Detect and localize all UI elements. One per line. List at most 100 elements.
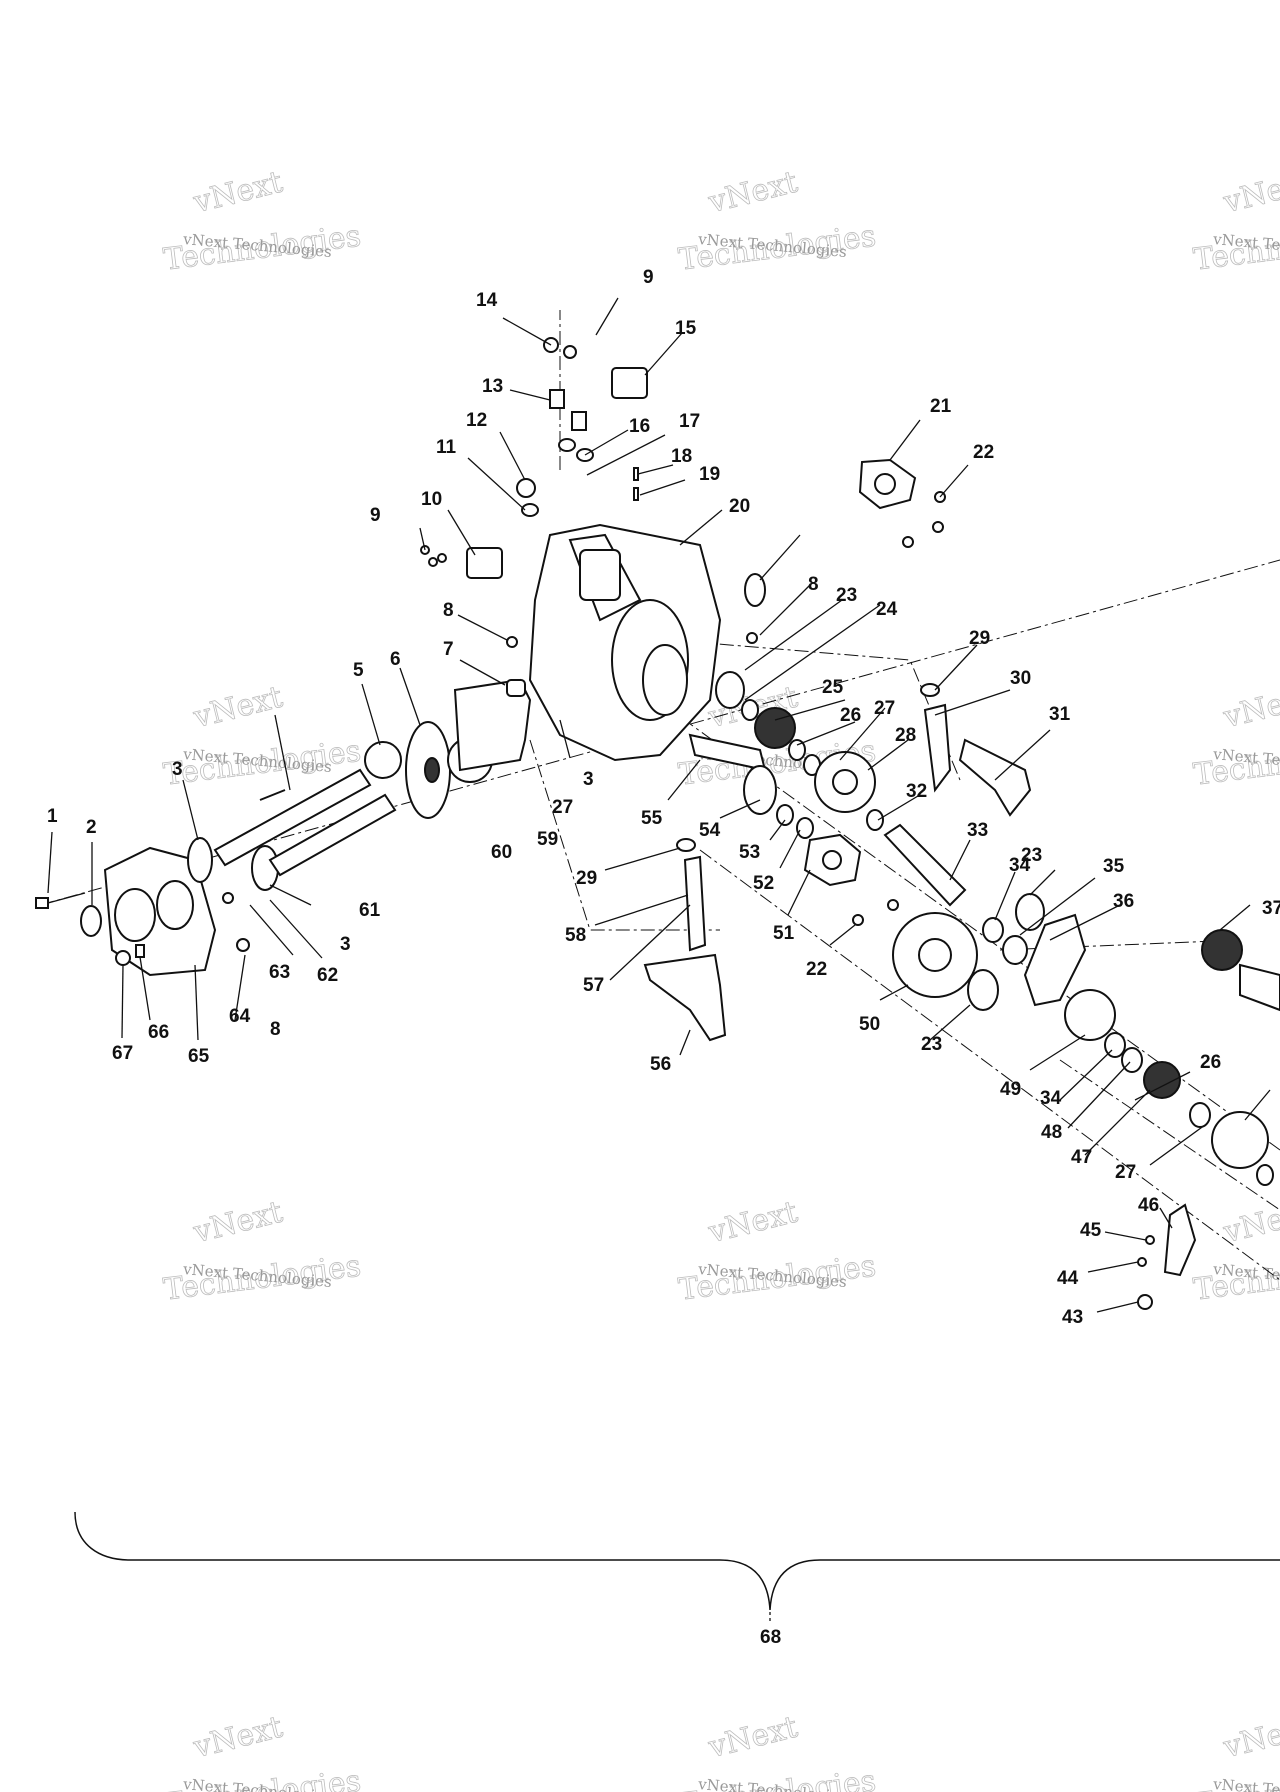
screw xyxy=(633,467,639,481)
gear xyxy=(1064,989,1116,1041)
screw xyxy=(932,521,944,533)
callout-9: 9 xyxy=(643,267,654,288)
callout-68: 68 xyxy=(760,1627,781,1648)
washer xyxy=(558,438,576,452)
shaft xyxy=(1239,963,1280,1012)
gear xyxy=(1211,1111,1269,1169)
bearing xyxy=(251,845,279,891)
callout-13: 13 xyxy=(482,376,503,397)
washer xyxy=(788,739,806,761)
disc xyxy=(405,721,451,819)
bearing xyxy=(187,837,213,883)
callout-33: 33 xyxy=(967,820,988,841)
callout-34: 34 xyxy=(1009,855,1031,876)
callout-16: 16 xyxy=(629,416,650,437)
callout-3: 3 xyxy=(172,759,183,780)
callout-49: 49 xyxy=(1000,1079,1021,1100)
callout-15: 15 xyxy=(675,318,697,339)
callout-32: 32 xyxy=(906,781,927,802)
screw xyxy=(633,487,639,501)
watermark-big-top: vNext xyxy=(704,1195,801,1251)
belt xyxy=(1023,913,1087,1007)
washer xyxy=(521,503,539,517)
seal xyxy=(744,573,766,607)
callout-56: 56 xyxy=(650,1054,671,1075)
callout-45: 45 xyxy=(1080,1220,1102,1241)
callout-8: 8 xyxy=(443,600,454,621)
callout-26: 26 xyxy=(840,705,861,726)
callout-17: 17 xyxy=(679,411,700,432)
callout-9: 9 xyxy=(370,505,381,526)
screw xyxy=(902,536,914,548)
plate xyxy=(803,833,862,887)
callout-34: 34 xyxy=(1040,1088,1062,1109)
plug xyxy=(236,938,250,952)
watermark-big-top: vNext xyxy=(189,1710,286,1766)
callout-57: 57 xyxy=(583,975,604,996)
callout-2: 2 xyxy=(86,817,97,838)
parts xyxy=(35,337,1280,1310)
plug xyxy=(115,950,131,966)
callout-26: 26 xyxy=(1200,1052,1221,1073)
callout-66: 66 xyxy=(148,1022,169,1043)
cover-plate xyxy=(611,367,648,399)
callout-23: 23 xyxy=(921,1034,942,1055)
callout-28: 28 xyxy=(895,725,916,746)
watermark-line: vNext Technologies xyxy=(1212,1775,1280,1792)
washer xyxy=(866,809,884,831)
callout-52: 52 xyxy=(753,873,774,894)
plug xyxy=(506,636,518,648)
watermark-big-top: vNext xyxy=(189,1195,286,1251)
plug xyxy=(746,632,758,644)
callout-53: 53 xyxy=(739,842,760,863)
callout-5: 5 xyxy=(353,660,364,681)
screw xyxy=(1145,1235,1155,1245)
callout-23: 23 xyxy=(1021,845,1042,866)
callout-61: 61 xyxy=(359,900,381,921)
watermark-big-top: vNext xyxy=(1219,165,1280,221)
center-lines xyxy=(39,310,1280,1281)
callout-62: 62 xyxy=(317,965,338,986)
bracket xyxy=(549,389,565,409)
callout-22: 22 xyxy=(973,442,994,463)
callout-18: 18 xyxy=(671,446,692,467)
washer xyxy=(1121,1047,1143,1073)
callout-27: 27 xyxy=(552,797,573,818)
screw xyxy=(437,553,447,563)
callout-14: 14 xyxy=(476,290,498,311)
cover-plate xyxy=(466,547,503,579)
callout-63: 63 xyxy=(269,962,290,983)
washer xyxy=(796,817,814,839)
callout-54: 54 xyxy=(699,820,721,841)
callout-8: 8 xyxy=(270,1019,281,1040)
callout-46: 46 xyxy=(1138,1195,1159,1216)
washer xyxy=(741,699,759,721)
callout-59: 59 xyxy=(537,829,558,850)
washer xyxy=(1256,1164,1274,1186)
callout-60: 60 xyxy=(491,842,512,863)
leader-lines-bottom xyxy=(121,899,323,1041)
watermark-big-top: vNext xyxy=(189,680,286,736)
nut xyxy=(563,345,577,359)
callout-labels: 1 2 3 3 3 5 6 7 8 8 8 9 9 10 11 12 13 14… xyxy=(47,267,1280,1328)
callout-44: 44 xyxy=(1057,1268,1079,1289)
callout-10: 10 xyxy=(421,489,442,510)
callout-43: 43 xyxy=(1062,1307,1083,1328)
callout-47: 47 xyxy=(1071,1147,1092,1168)
callout-51: 51 xyxy=(773,923,795,944)
callout-11: 11 xyxy=(436,437,457,458)
shift-fork xyxy=(643,838,727,1042)
watermark-big-top: vNext xyxy=(704,165,801,221)
callout-29: 29 xyxy=(969,628,990,649)
callout-8: 8 xyxy=(808,574,819,595)
screw xyxy=(222,892,234,904)
plug xyxy=(516,478,536,498)
bushing xyxy=(506,679,526,697)
callout-20: 20 xyxy=(729,496,750,517)
gear xyxy=(892,912,978,998)
gear xyxy=(364,741,402,779)
gear xyxy=(1201,929,1243,971)
gear xyxy=(1143,1061,1181,1099)
washer xyxy=(776,804,794,826)
